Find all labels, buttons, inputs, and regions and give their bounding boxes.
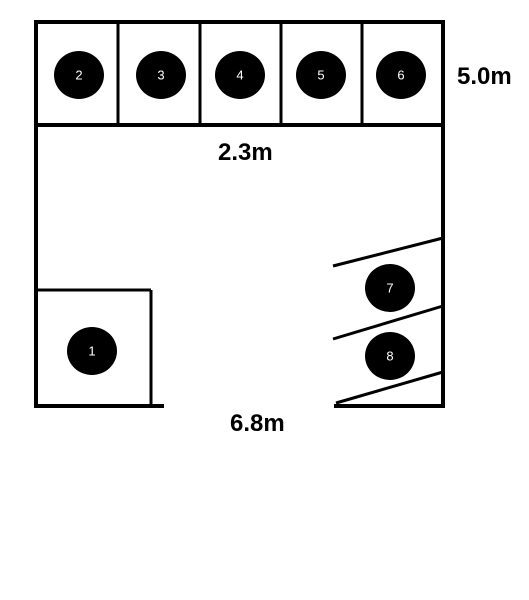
- dimension-middle-label: 2.3m: [218, 139, 273, 166]
- station-label: 6: [397, 68, 404, 83]
- station-marker: 3: [136, 51, 186, 99]
- station-marker: 2: [54, 51, 104, 99]
- station-label: 8: [386, 349, 393, 364]
- station-marker: 8: [365, 332, 415, 380]
- station-marker: 7: [365, 264, 415, 312]
- station-label: 2: [75, 68, 82, 83]
- station-marker: 1: [67, 327, 117, 375]
- station-label: 3: [157, 68, 164, 83]
- angled-divider: [332, 304, 444, 341]
- station-marker: 5: [296, 51, 346, 99]
- station-label: 1: [88, 344, 95, 359]
- station-label: 7: [386, 281, 393, 296]
- station-marker: 4: [215, 51, 265, 99]
- dimension-bottom-label: 6.8m: [230, 410, 285, 437]
- dimension-right-label: 5.0m: [457, 63, 512, 90]
- station-label: 5: [317, 68, 324, 83]
- angled-divider: [335, 370, 444, 405]
- angled-divider: [332, 236, 444, 268]
- station-label: 4: [236, 68, 243, 83]
- station-marker: 6: [376, 51, 426, 99]
